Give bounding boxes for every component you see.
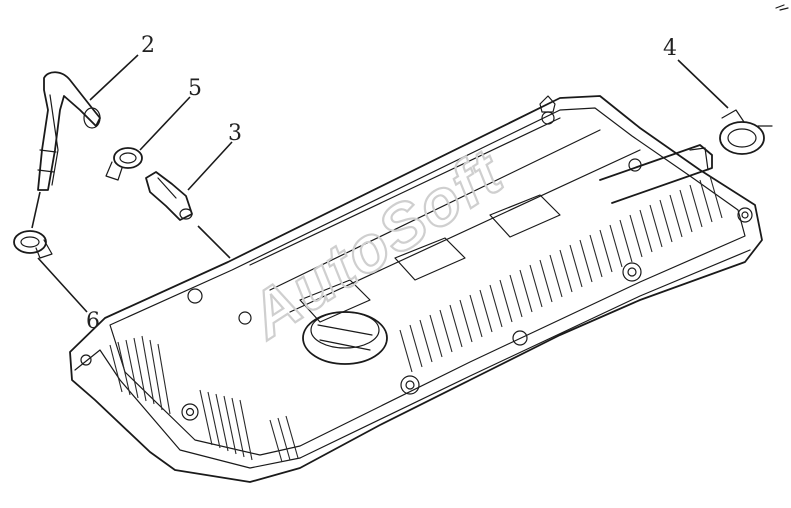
clamp-lower bbox=[13, 230, 53, 259]
clamp-upper bbox=[105, 147, 143, 181]
callout-2: 2 bbox=[141, 33, 155, 58]
valve-cover bbox=[69, 95, 763, 483]
callout-4: 4 bbox=[663, 36, 677, 61]
breather-hose bbox=[37, 71, 101, 191]
clamp-right bbox=[719, 109, 773, 155]
callout-3: 3 bbox=[228, 121, 242, 146]
corner-mark bbox=[775, 4, 789, 11]
callouts: 2 3 4 5 6 bbox=[86, 33, 677, 334]
leader-lines bbox=[31, 54, 729, 313]
cooling-fins-right bbox=[399, 175, 723, 373]
cooling-fins-left bbox=[109, 335, 299, 463]
pcv-valve bbox=[145, 171, 193, 221]
callout-6: 6 bbox=[86, 309, 100, 334]
callout-5: 5 bbox=[188, 76, 202, 101]
